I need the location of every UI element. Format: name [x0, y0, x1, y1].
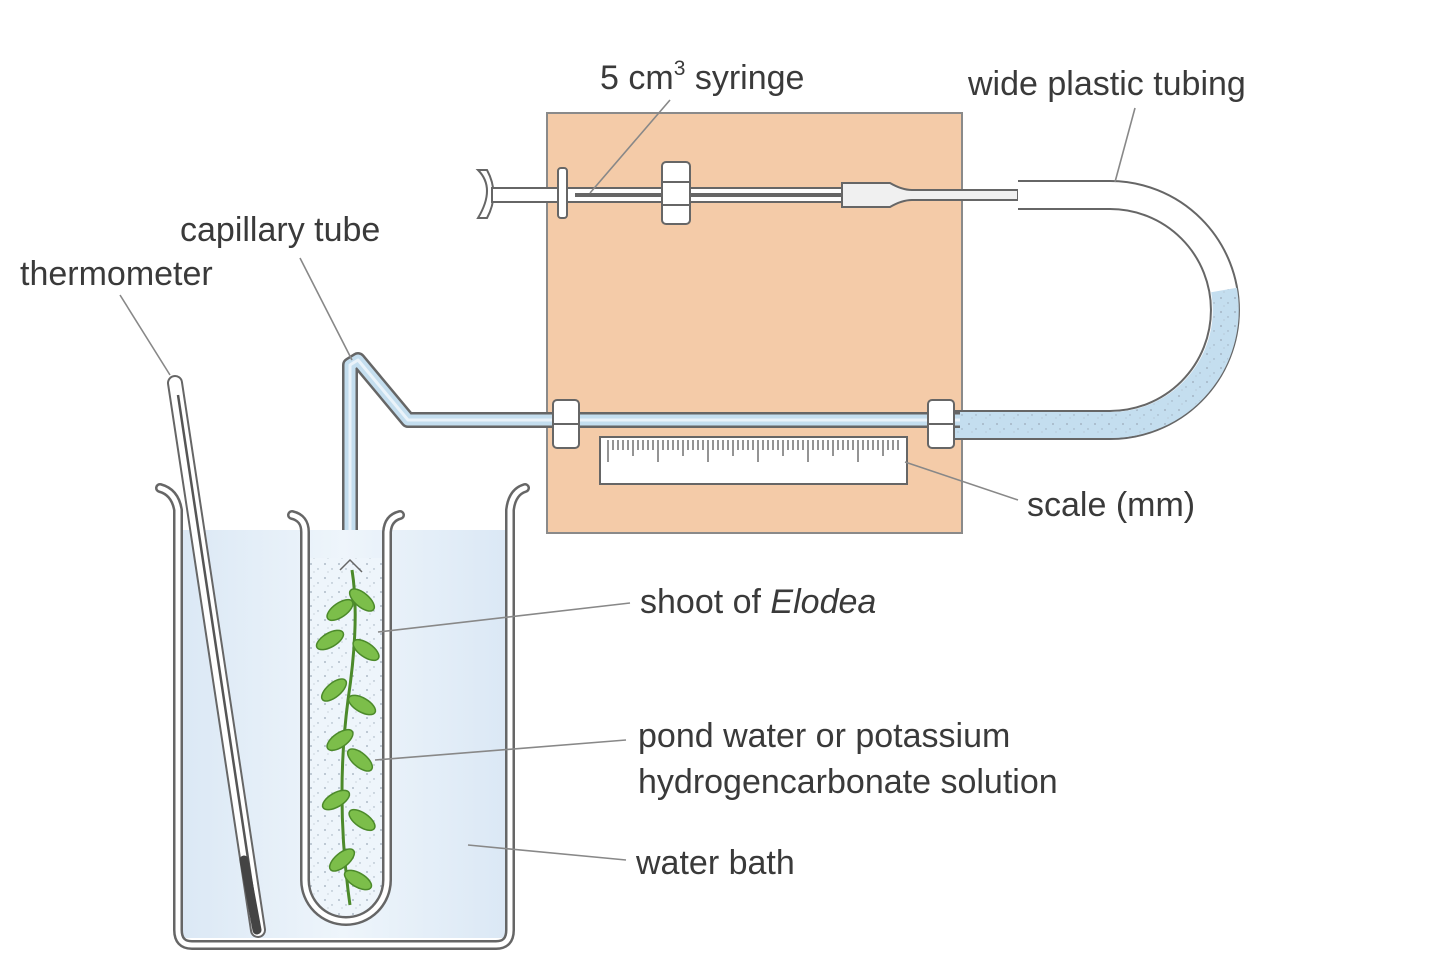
shoot-label-prefix: shoot of: [640, 583, 771, 621]
leader-lines: [119, 99, 1136, 861]
scale-label: scale (mm): [1027, 486, 1196, 524]
thermometer: [167, 375, 266, 938]
shoot-label-italic: Elodea: [770, 583, 877, 621]
plastic-tubing: [955, 180, 1240, 440]
solution-label-line2: hydrogencarbonate solution: [638, 763, 1058, 801]
syringe-label-suffix: syringe: [685, 59, 805, 97]
solution-label-line1: pond water or potassium: [638, 717, 1011, 755]
tubing-label: wide plastic tubing: [968, 65, 1246, 103]
water-bath-label: water bath: [636, 844, 795, 882]
thermometer-label: thermometer: [20, 255, 213, 293]
syringe: [475, 161, 1019, 225]
capillary-tube: [342, 352, 960, 560]
shoot-label: shoot of Elodea: [640, 582, 876, 622]
capillary-tube-label: capillary tube: [180, 211, 381, 249]
syringe-label-prefix: 5 cm: [600, 59, 674, 97]
elodea-shoot: [315, 558, 380, 906]
mm-scale: [599, 436, 908, 485]
syringe-label-superscript: 3: [673, 57, 686, 80]
syringe-label: 5 cm3 syringe: [600, 58, 804, 98]
